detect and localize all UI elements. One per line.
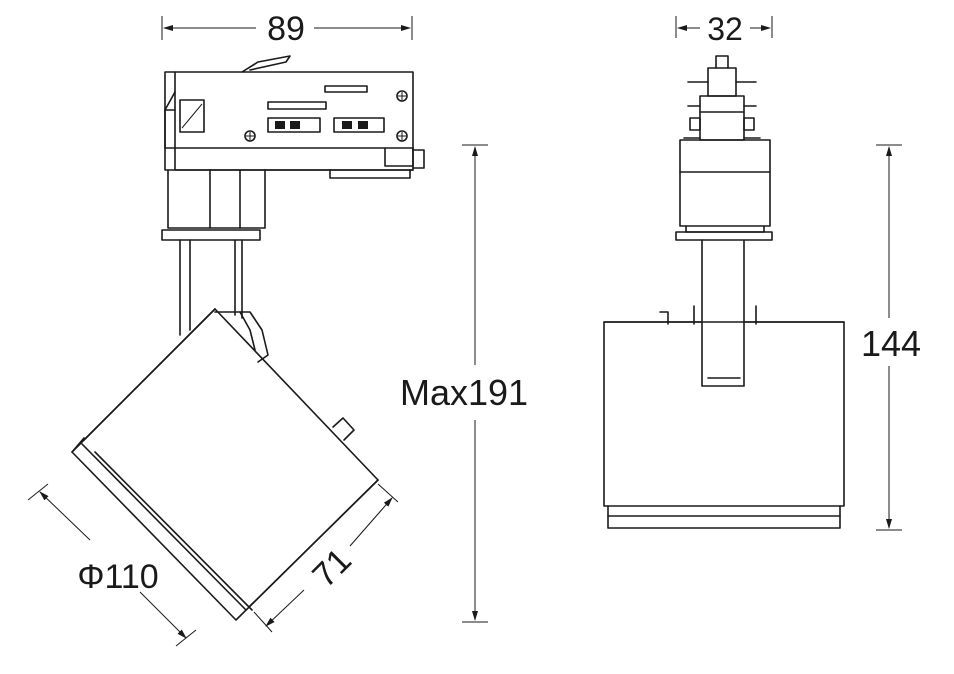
dim-side-width: 32 xyxy=(675,11,773,47)
dim-body-height-label: 144 xyxy=(861,323,921,364)
dim-diameter-label: Φ110 xyxy=(77,558,158,596)
dim-side-width-label: 32 xyxy=(707,11,743,47)
front-track-adapter xyxy=(164,55,425,179)
dim-head-length-label: 71 xyxy=(305,541,359,595)
dim-head-length: 71 xyxy=(253,483,399,633)
front-view: 89 Max191 Φ110 71 xyxy=(27,10,528,647)
dim-top-width: 89 xyxy=(161,10,413,48)
dim-max-height: Max191 xyxy=(400,144,528,623)
dim-diameter: Φ110 xyxy=(27,483,197,647)
front-stem xyxy=(179,239,269,363)
side-driver-block xyxy=(675,139,773,241)
front-driver-block xyxy=(161,169,266,241)
dim-top-width-label: 89 xyxy=(267,10,305,48)
side-stem xyxy=(659,239,757,387)
dim-max-height-label: Max191 xyxy=(400,372,528,413)
front-lamp-head xyxy=(71,308,379,621)
dim-body-height: 144 xyxy=(861,144,921,531)
side-view: 32 144 xyxy=(603,11,921,531)
side-lamp-head xyxy=(603,321,845,529)
side-track-connector xyxy=(683,55,761,141)
